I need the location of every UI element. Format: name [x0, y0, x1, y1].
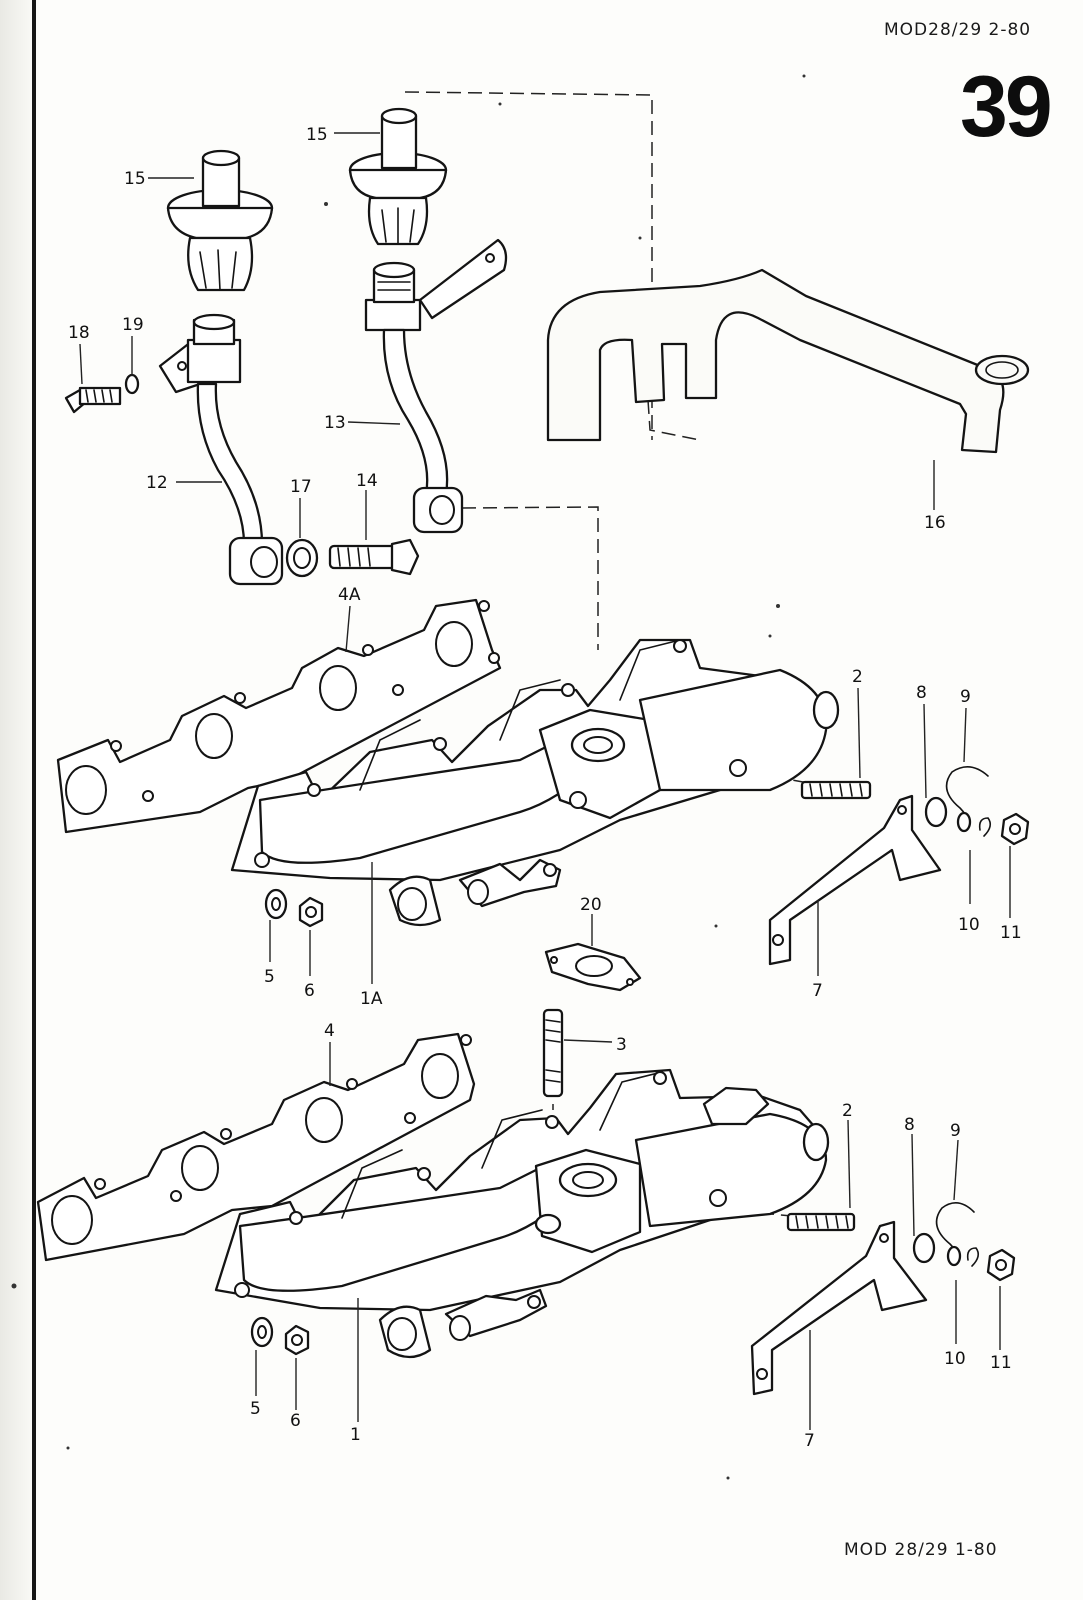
clip-9-lower — [935, 1202, 975, 1267]
callout-labels: 15 15 18 19 13 12 17 14 16 4A 2 8 9 10 1… — [68, 125, 1022, 1451]
nut-6-lower — [284, 1324, 310, 1356]
callout-18: 18 — [68, 323, 90, 343]
coolant-pipe-13 — [364, 238, 508, 534]
bracket-7-lower — [750, 1220, 928, 1396]
callout-3: 3 — [616, 1035, 627, 1055]
callout-11-upper: 11 — [1000, 923, 1022, 943]
callout-15-left: 15 — [124, 169, 146, 189]
callout-15-right: 15 — [306, 125, 328, 145]
gasket-4 — [36, 1032, 476, 1262]
intake-manifold-1 — [214, 1068, 830, 1359]
callout-2-lower: 2 — [842, 1101, 853, 1121]
callout-10-upper: 10 — [958, 915, 980, 935]
callout-9-lower: 9 — [950, 1121, 961, 1141]
stud-2-upper — [800, 780, 872, 800]
callout-5-upper: 5 — [264, 967, 275, 987]
washer-17 — [285, 538, 319, 578]
nut-11-upper — [1000, 812, 1030, 846]
callout-6-lower: 6 — [290, 1411, 301, 1431]
callout-12: 12 — [146, 473, 168, 493]
callout-14: 14 — [356, 471, 378, 491]
spring-washer-10-lower — [966, 1247, 980, 1267]
bracket-7-upper — [768, 794, 942, 966]
callout-8-upper: 8 — [916, 683, 927, 703]
fitting-15-left — [166, 149, 274, 292]
leader-lines — [79, 132, 1011, 1430]
model-code-bottom: MOD 28/29 1-80 — [844, 1540, 998, 1560]
callout-8-lower: 8 — [904, 1115, 915, 1135]
washer-8-upper — [924, 796, 948, 828]
washer-5-lower — [250, 1316, 274, 1348]
callout-7-upper: 7 — [812, 981, 823, 1001]
callout-1: 1 — [350, 1425, 361, 1445]
intake-manifold-1A — [230, 638, 840, 927]
callout-4A: 4A — [338, 585, 361, 605]
callout-6-upper: 6 — [304, 981, 315, 1001]
callout-16: 16 — [924, 513, 946, 533]
callout-1A: 1A — [360, 989, 383, 1009]
nut-6-upper — [298, 896, 324, 928]
radiator-hose-16 — [546, 268, 1030, 454]
callout-5-lower: 5 — [250, 1399, 261, 1419]
washer-19 — [124, 373, 140, 395]
callout-11-lower: 11 — [990, 1353, 1012, 1373]
banjo-bolt-14 — [328, 538, 420, 576]
binding-edge-line — [32, 0, 36, 1600]
nut-11-lower — [986, 1248, 1016, 1282]
fitting-15-right — [348, 107, 448, 246]
callout-13: 13 — [324, 413, 346, 433]
stud-2-lower — [786, 1212, 856, 1232]
stud-3 — [542, 1008, 564, 1098]
callout-2-upper: 2 — [852, 667, 863, 687]
clip-9-upper — [945, 766, 989, 833]
scan-specks — [11, 74, 806, 1480]
callout-19: 19 — [122, 315, 144, 335]
coolant-pipe-12 — [158, 313, 284, 586]
washer-8-lower — [912, 1232, 936, 1264]
callout-4: 4 — [324, 1021, 335, 1041]
spring-washer-10-upper — [978, 817, 992, 837]
washer-5-upper — [264, 888, 288, 920]
flange-gasket-20 — [544, 942, 642, 992]
model-code-top: MOD28/29 2-80 — [884, 20, 1032, 40]
callout-17: 17 — [290, 477, 312, 497]
callout-20: 20 — [580, 895, 602, 915]
callout-9-upper: 9 — [960, 687, 971, 707]
bolt-18 — [64, 386, 122, 414]
page-number: 39 — [960, 59, 1053, 155]
callout-7-lower: 7 — [804, 1431, 815, 1451]
callout-10-lower: 10 — [944, 1349, 966, 1369]
